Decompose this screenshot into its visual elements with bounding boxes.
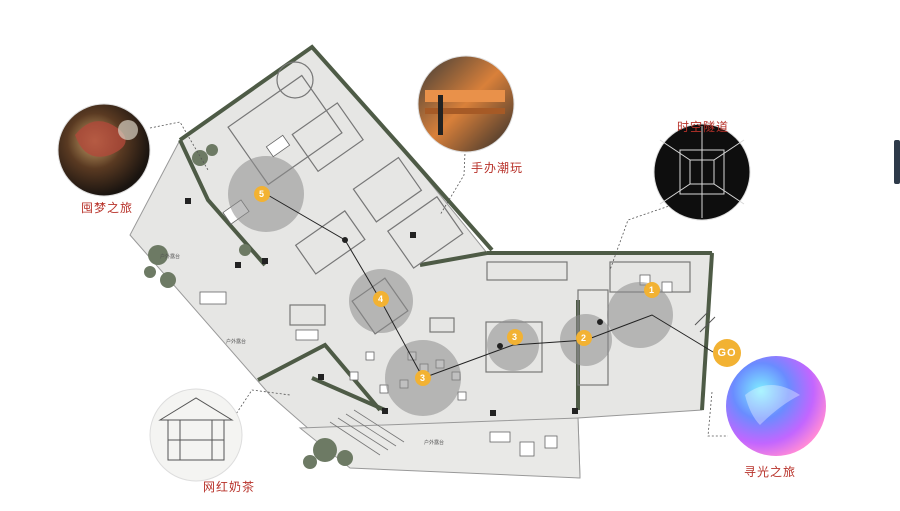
marker-4: 4: [373, 291, 389, 307]
stairs: [329, 409, 405, 456]
callout-image-dream: [57, 103, 151, 197]
svg-text:1: 1: [649, 285, 654, 295]
marker-2: 2: [576, 330, 592, 346]
terrace-labels: 户外露台 户外露台 户外露台: [160, 253, 444, 446]
entrance-arrow-icon: [694, 309, 716, 333]
callout-label-light: 寻光之旅: [744, 465, 797, 479]
callout-image-figure: [417, 55, 515, 153]
svg-text:3: 3: [512, 332, 517, 342]
svg-text:2: 2: [581, 333, 586, 343]
stop-markers: 1 2 3 3 4 5: [254, 186, 660, 386]
terrace-label: 户外露台: [226, 338, 246, 345]
columns: [185, 198, 578, 416]
callout-image-teahouse: [149, 388, 243, 482]
marker-5: 5: [254, 186, 270, 202]
callout-label-dream: 囤梦之旅: [81, 201, 134, 215]
plants: [144, 144, 353, 469]
terrace-label: 户外露台: [424, 439, 444, 446]
callout-label-figure: 手办潮玩: [471, 161, 524, 175]
marker-1: 1: [644, 282, 660, 298]
svg-text:5: 5: [259, 189, 264, 199]
marker-3b: 3: [507, 329, 523, 345]
callout-label-teahouse: 网红奶茶: [203, 480, 256, 494]
zone-1: [607, 282, 673, 348]
svg-text:4: 4: [378, 294, 383, 304]
scrollbar-thumb[interactable]: [894, 140, 900, 184]
go-start-badge[interactable]: GO: [713, 339, 741, 367]
svg-text:3: 3: [420, 373, 425, 383]
callout-image-tunnel: [653, 123, 751, 221]
upper-wing: [178, 44, 714, 412]
route-line: [265, 193, 714, 379]
callout-label-tunnel: 时空隧道: [677, 120, 730, 134]
callout-image-light: [726, 356, 826, 456]
leader-lines: [149, 121, 728, 437]
marker-3a: 3: [415, 370, 431, 386]
terrace-label: 户外露台: [160, 253, 180, 260]
